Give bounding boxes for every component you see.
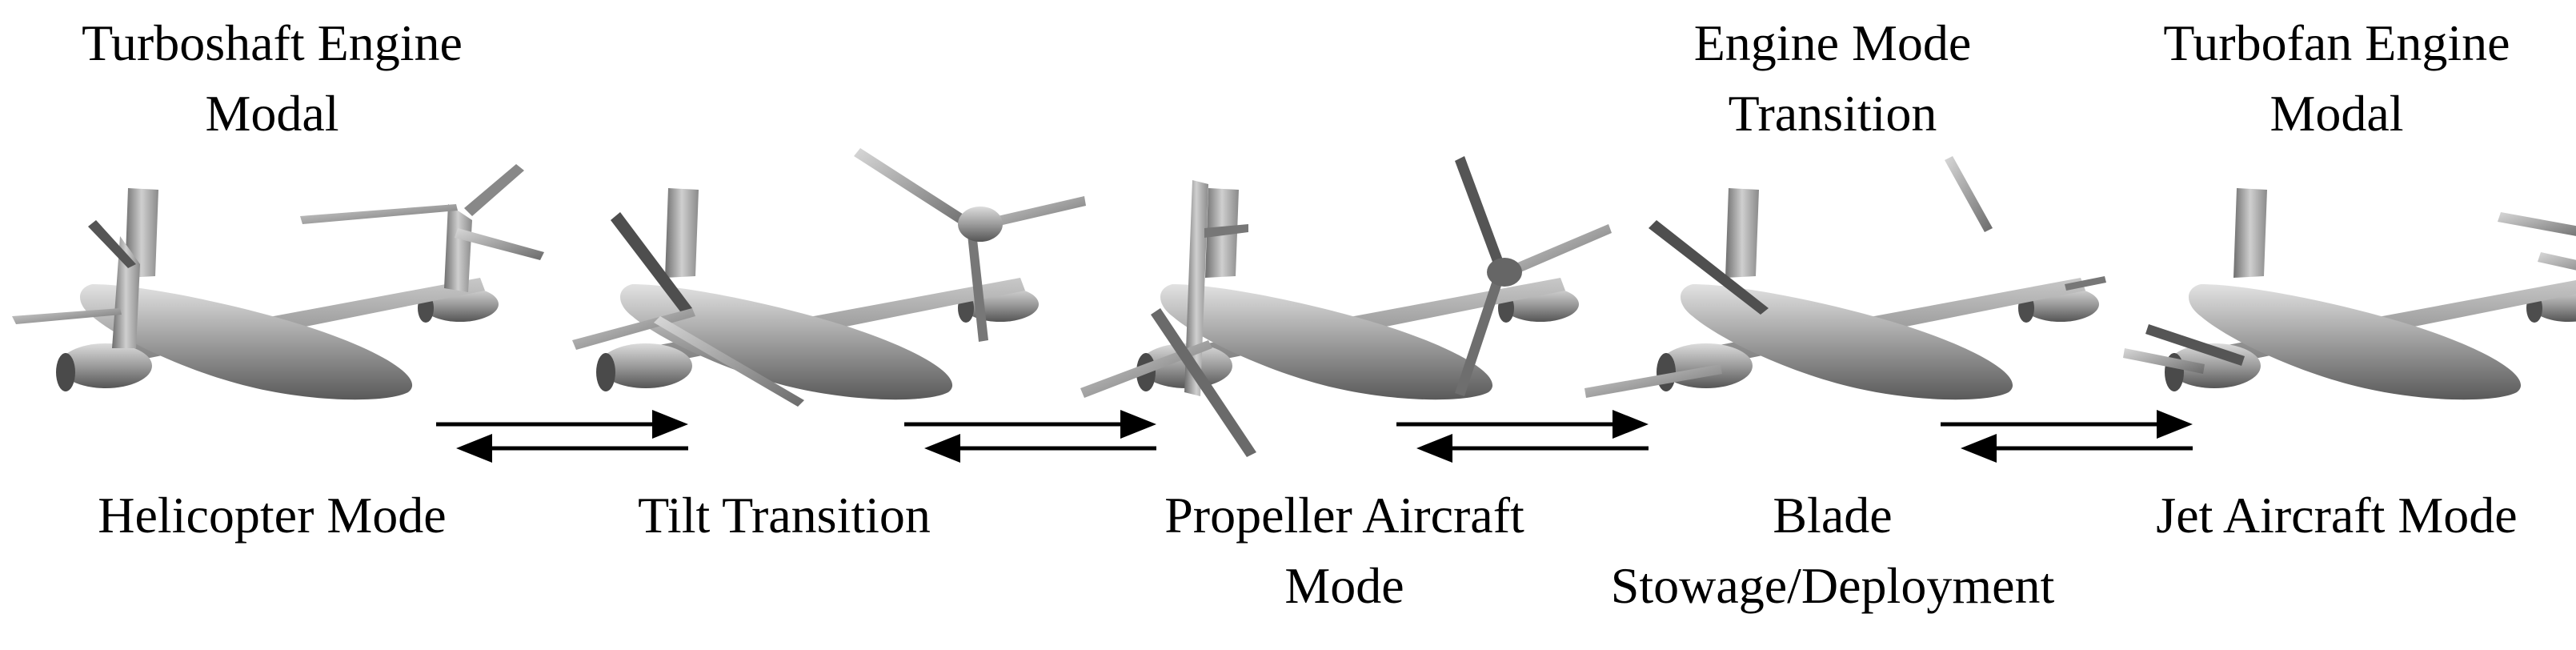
aircraft-tilt-transition [572, 148, 1086, 407]
label-engine-mode-transition: Engine Mode Transition [1693, 14, 1972, 142]
label-blade-stowage-deployment: Blade Stowage/Deployment [1610, 487, 2055, 614]
arrow-pair-2 [904, 410, 1156, 463]
label-helicopter-mode: Helicopter Mode [98, 487, 447, 544]
label-turbofan-engine-modal: Turbofan Engine Modal [2163, 14, 2510, 142]
arrow-pair-1 [436, 410, 688, 463]
label-propeller-aircraft-mode: Propeller Aircraft Mode [1164, 487, 1524, 614]
aircraft-jet-mode [2123, 188, 2576, 400]
label-turboshaft-engine-modal: Turboshaft Engine Modal [82, 14, 463, 142]
label-tilt-transition: Tilt Transition [638, 487, 931, 544]
label-jet-aircraft-mode: Jet Aircraft Mode [2156, 487, 2518, 544]
aircraft-helicopter-mode [12, 164, 544, 400]
arrow-pair-3 [1396, 410, 1649, 463]
aircraft-blade-stowage [1584, 156, 2106, 400]
arrow-pair-4 [1941, 410, 2193, 463]
aircraft-propeller-mode [1080, 156, 1612, 457]
